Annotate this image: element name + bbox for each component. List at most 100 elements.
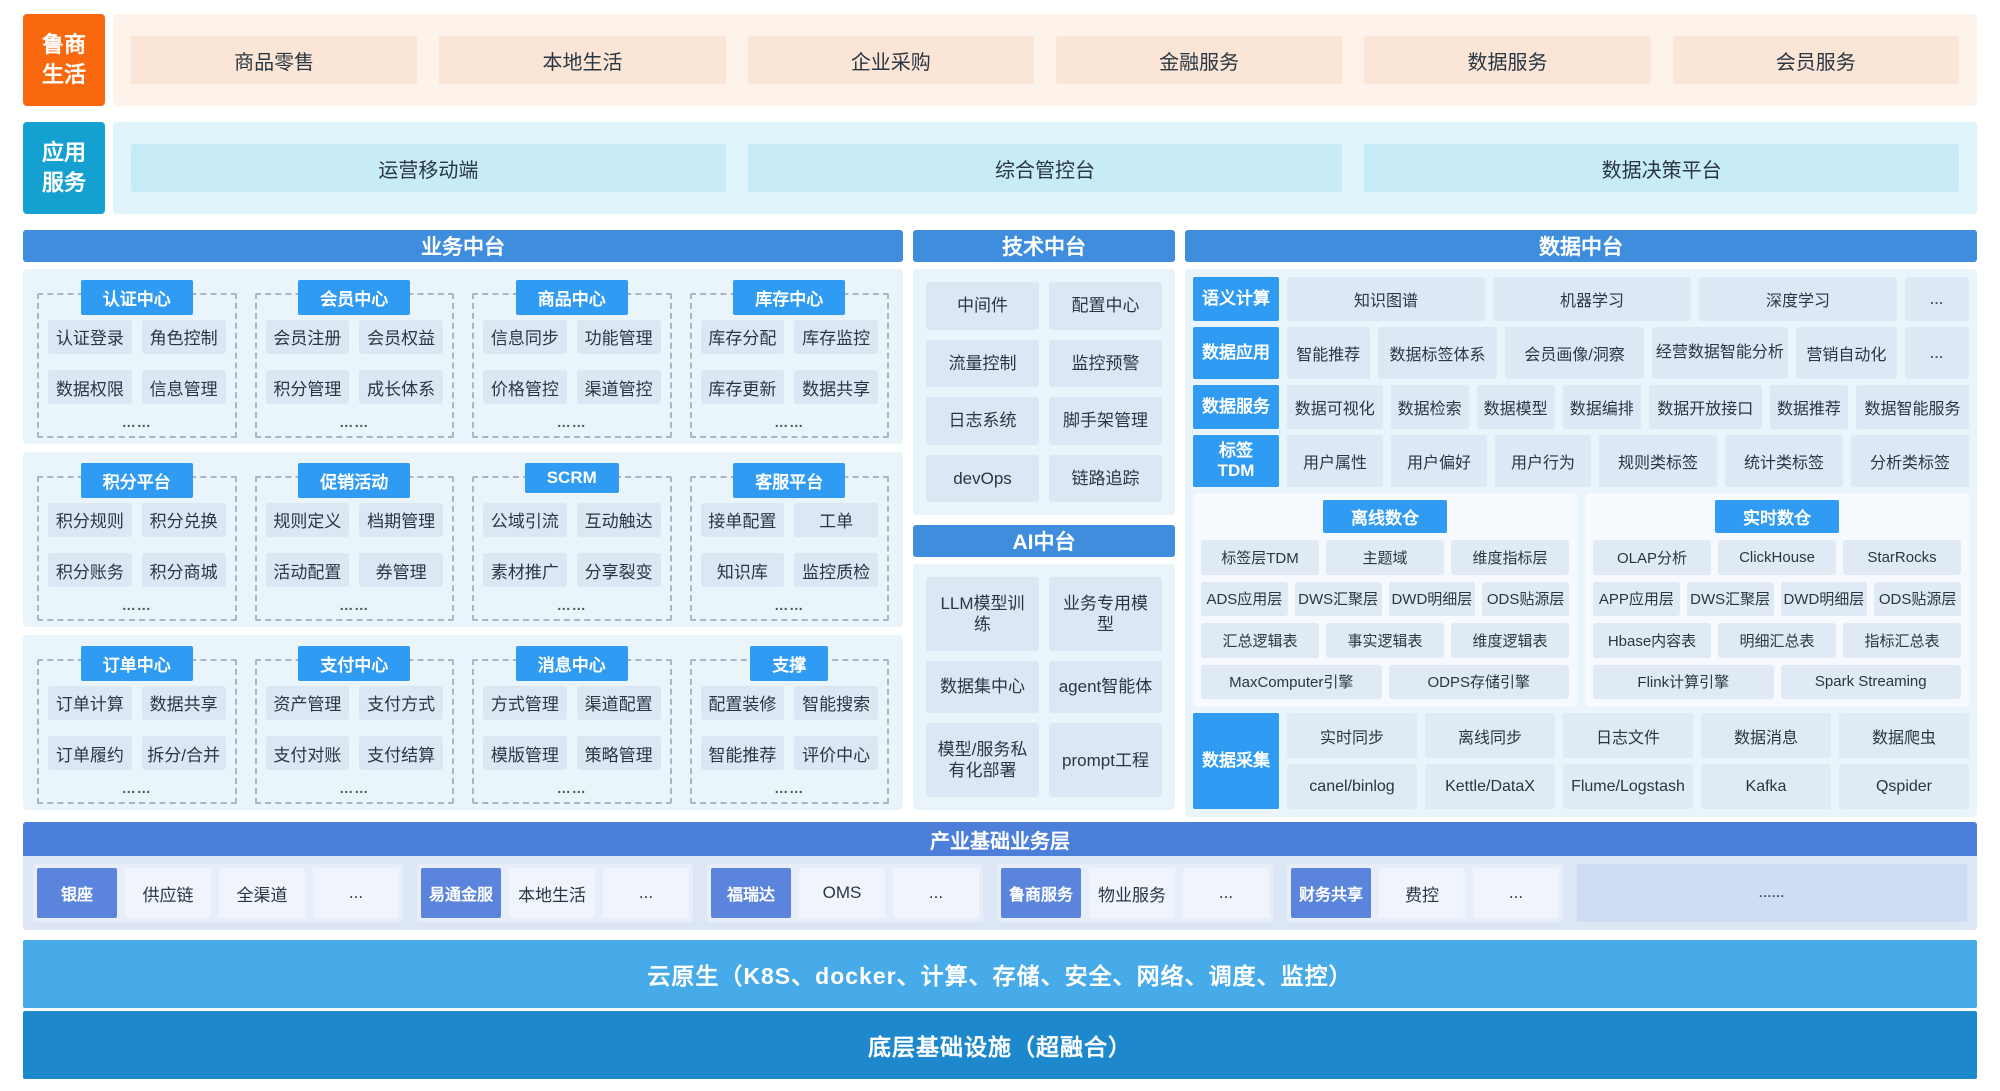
more-dots: …… — [121, 414, 152, 430]
business-item: 配置装修 — [700, 685, 785, 720]
industry-group: 鲁商服务物业服务... — [997, 864, 1273, 922]
data-row-items: 知识图谱机器学习深度学习... — [1287, 277, 1969, 321]
warehouse-item: DWD明细层 — [1388, 581, 1476, 616]
business-item: 库存监控 — [794, 319, 878, 354]
data-item: 智能推荐 — [1287, 327, 1370, 379]
business-item: 信息管理 — [141, 370, 226, 405]
business-group-title: 支付中心 — [298, 646, 411, 681]
industry-group-leader: 易通金服 — [421, 868, 501, 918]
data-platform-panel: 语义计算知识图谱机器学习深度学习...数据应用智能推荐数据标签体系会员画像/洞察… — [1185, 269, 1977, 817]
more-dots: …… — [339, 414, 370, 430]
business-item: 活动配置 — [265, 553, 350, 588]
business-item: 成长体系 — [359, 370, 443, 405]
data-item: 数据模型 — [1476, 385, 1555, 429]
warehouse-item: ODS贴源层 — [1482, 581, 1569, 616]
business-group: 积分平台积分规则积分兑换积分账务积分商城…… — [37, 463, 237, 621]
business-item: 方式管理 — [483, 685, 567, 720]
data-row-label-line: 数据服务 — [1202, 396, 1270, 416]
collection-tool: Qspider — [1839, 764, 1969, 809]
tech-item: 日志系统 — [926, 397, 1039, 445]
warehouse-item: DWS汇聚层 — [1686, 581, 1774, 616]
business-group-title: 促销活动 — [298, 463, 411, 498]
warehouse-line: 汇总逻辑表事实逻辑表维度逻辑表 — [1201, 623, 1569, 658]
warehouse-title: 实时数仓 — [1715, 500, 1839, 533]
data-item: 用户偏好 — [1391, 435, 1487, 487]
business-item: 支付方式 — [359, 685, 443, 720]
business-item: 智能搜索 — [794, 685, 878, 720]
industry-item: 全渠道 — [219, 868, 305, 918]
business-item: 积分商城 — [141, 553, 226, 588]
business-platform-title: 业务中台 — [23, 230, 903, 262]
warehouse-item: 事实逻辑表 — [1326, 623, 1444, 658]
industry-item: 费控 — [1379, 868, 1465, 918]
brand-band-item: 本地生活 — [439, 36, 726, 84]
brand-logo: 鲁商生活 — [23, 14, 105, 106]
data-row-label-line: 标签 — [1219, 440, 1253, 460]
ai-item: LLM模型训练 — [926, 577, 1039, 651]
data-item: 分析类标签 — [1851, 435, 1969, 487]
ai-item: agent智能体 — [1049, 660, 1162, 714]
warehouse-item: OLAP分析 — [1593, 540, 1711, 575]
more-dots: …… — [339, 780, 370, 796]
warehouse-item: 维度指标层 — [1451, 540, 1569, 575]
data-item: 会员画像/洞察 — [1505, 327, 1644, 379]
app-band: 应用服务 运营移动端综合管控台数据决策平台 — [23, 122, 1977, 214]
tech-item: 配置中心 — [1049, 282, 1162, 330]
industry-item: ... — [313, 868, 399, 918]
business-group-items: 会员注册会员权益积分管理成长体系 — [265, 313, 443, 411]
industry-item: 物业服务 — [1089, 868, 1175, 918]
business-item: 评价中心 — [794, 736, 878, 771]
data-platform-title: 数据中台 — [1185, 230, 1977, 262]
data-item: 数据智能服务 — [1855, 385, 1970, 429]
collection-type: 日志文件 — [1563, 713, 1693, 758]
more-dots: …… — [121, 597, 152, 613]
business-item: 互动触达 — [576, 502, 661, 537]
collection-tool: Kettle/DataX — [1425, 764, 1555, 809]
warehouse-item: ClickHouse — [1718, 540, 1836, 575]
business-group-items: 公域引流互动触达素材推广分享裂变 — [483, 496, 661, 594]
industry-item: 供应链 — [125, 868, 211, 918]
ai-platform-title: AI中台 — [913, 525, 1175, 557]
infrastructure-bar: 底层基础设施（超融合） — [23, 1011, 1977, 1079]
business-row-panel: 订单中心订单计算数据共享订单履约拆分/合并……支付中心资产管理支付方式支付对账支… — [23, 635, 903, 810]
data-row-label: 语义计算 — [1193, 277, 1279, 321]
business-group-title: 商品中心 — [515, 280, 628, 315]
warehouse-item: DWS汇聚层 — [1294, 581, 1382, 616]
industry-item: ... — [893, 868, 979, 918]
business-item: 支付对账 — [265, 736, 350, 771]
data-item: 机器学习 — [1493, 277, 1691, 321]
industry-item: ... — [603, 868, 689, 918]
app-logo-label: 应用服务 — [41, 140, 86, 195]
business-item: 素材推广 — [483, 553, 567, 588]
app-band-item: 运营移动端 — [131, 144, 726, 192]
data-row-label: 数据应用 — [1193, 327, 1279, 379]
ai-item: prompt工程 — [1049, 723, 1162, 797]
business-group-items: 库存分配库存监控库存更新数据共享 — [700, 313, 878, 411]
tech-platform-title: 技术中台 — [913, 230, 1175, 262]
more-dots: …… — [774, 597, 805, 613]
business-group-title: 订单中心 — [80, 646, 193, 681]
warehouse-item: 标签层TDM — [1201, 540, 1319, 575]
business-item: 数据共享 — [141, 685, 226, 720]
business-item: 会员权益 — [359, 319, 443, 354]
data-row: 数据服务数据可视化数据检索数据模型数据编排数据开放接口数据推荐数据智能服务 — [1193, 385, 1970, 429]
business-group-items: 认证登录角色控制数据权限信息管理 — [48, 313, 226, 411]
industry-item: OMS — [799, 868, 885, 918]
data-item: 数据推荐 — [1769, 385, 1848, 429]
business-item: 积分兑换 — [141, 502, 226, 537]
business-group-title: 会员中心 — [298, 280, 411, 315]
business-group: 商品中心信息同步功能管理价格管控渠道管控…… — [472, 280, 672, 438]
warehouse-item: ODS贴源层 — [1874, 581, 1961, 616]
business-group: 订单中心订单计算数据共享订单履约拆分/合并…… — [37, 646, 237, 804]
business-item: 信息同步 — [483, 319, 567, 354]
